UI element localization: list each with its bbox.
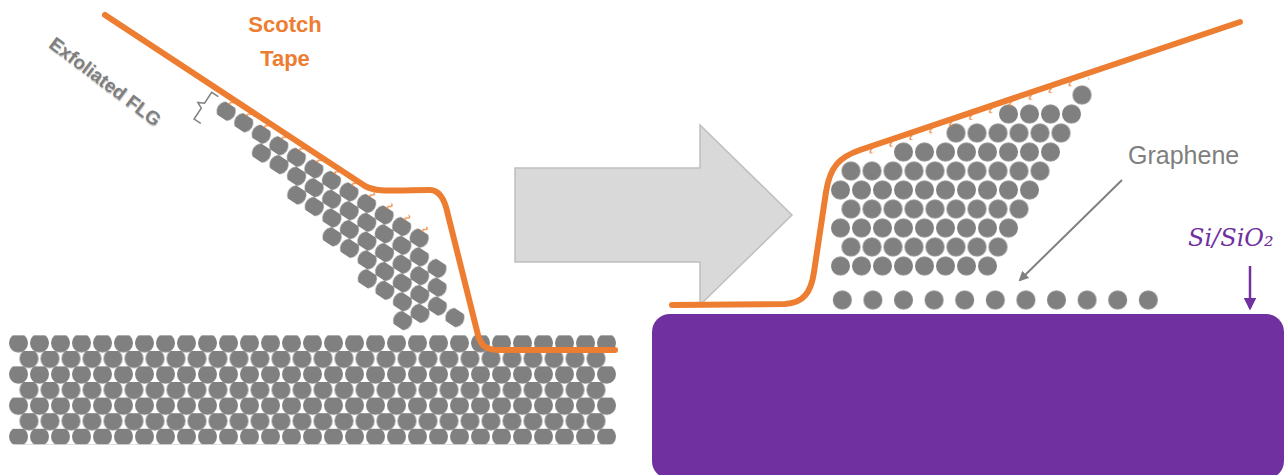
flake-layer [893,142,1061,162]
flake-layer [213,99,432,250]
leader-arrow [1249,266,1252,308]
layer-label: Exfoliated FLG [30,21,180,142]
exfoliated-flake [155,84,497,356]
flake-layer [946,123,1072,143]
flake-layer [841,237,1009,257]
flake-layer [841,161,1051,181]
flake-layer [830,180,1040,200]
flake-layer [390,308,416,333]
layer-bracket [189,89,218,123]
process-arrow [515,125,792,305]
graphene-monolayer [827,290,1164,310]
flake-layer [1072,85,1093,105]
material-label: Scotch Tape [235,8,335,76]
flake-layer [248,141,450,281]
flake-layer [841,199,1030,219]
substrate-label: Si/SiO₂ [1188,224,1274,252]
leader-arrow [1020,180,1122,280]
substrate-block: Si/SiO₂ [652,314,1284,475]
flake-layer [830,218,1019,238]
flake-layer [319,225,468,330]
graphite-bulk [19,351,607,445]
material-label: Graphene [1128,140,1278,170]
flake-layer [998,104,1082,124]
flake-layer [830,256,998,276]
